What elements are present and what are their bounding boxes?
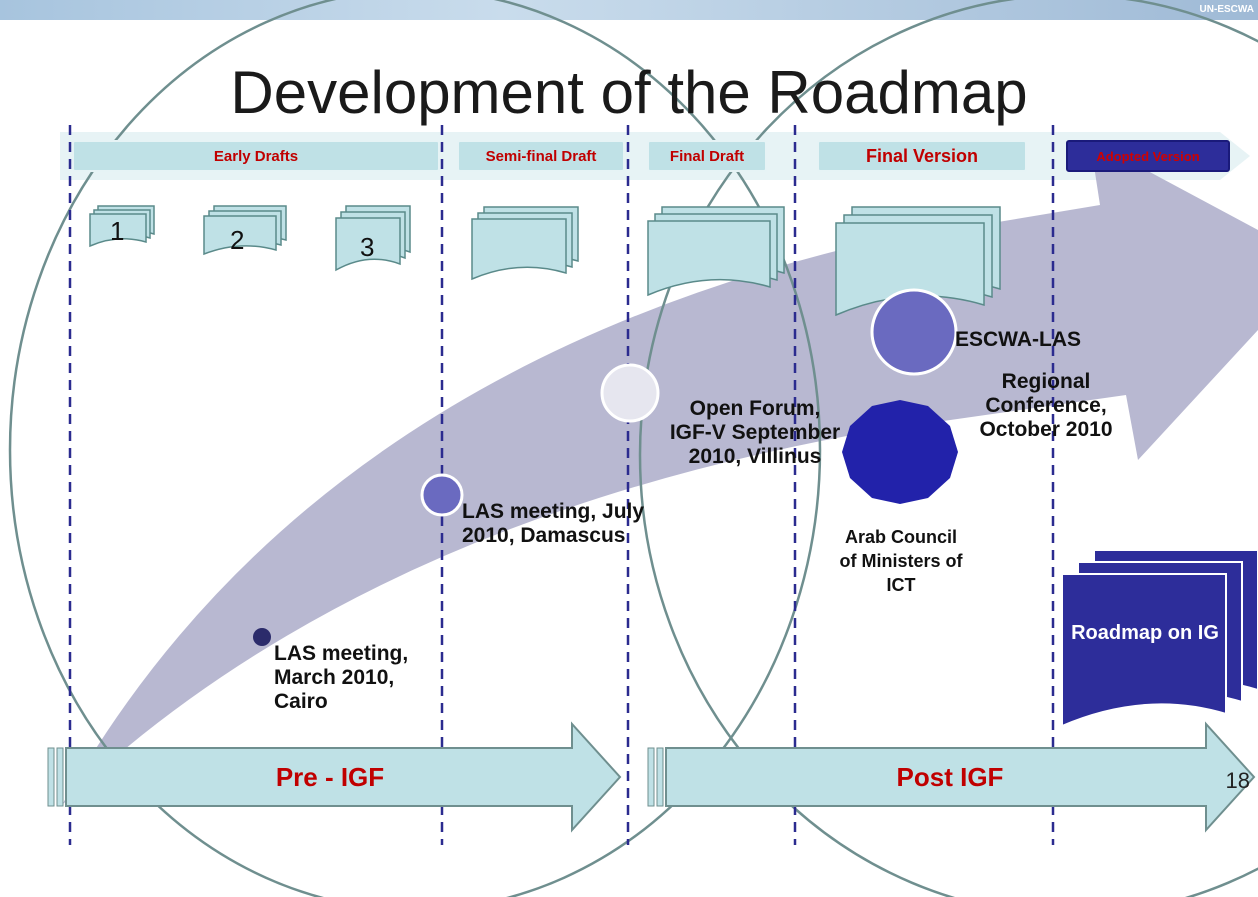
post-igf-arrow [647,721,1256,833]
draft-number-3: 3 [360,232,375,262]
arab-council-octagon [842,400,958,504]
final-draft-doc [647,206,785,297]
post-igf-circle [638,0,1258,897]
milestone-las-july: LAS meeting, July 2010, Damascus [462,500,645,547]
milestone-open-forum: Open Forum, IGF-V September 2010, Villin… [669,397,841,468]
draft-doc-3 [335,205,411,272]
phase-early-drafts: Early Drafts [72,140,440,172]
milestone-dot-forum [600,363,660,423]
phase-final-draft: Final Draft [647,140,767,172]
milestone-arab-council: Arab Council of Ministers of ICT [839,527,963,595]
draft-doc-1 [89,205,155,248]
phase-final-version: Final Version [817,140,1027,172]
milestone-dot-july [420,473,464,517]
phase-separators [68,125,1055,845]
phase-semifinal-draft: Semi-final Draft [457,140,625,172]
page-number: 18 [1225,768,1250,793]
period-pre-igf: Pre - IGF [275,762,385,792]
milestone-dot-march [253,628,271,646]
milestone-regional-conference: Regional Conference, October 2010 [979,370,1113,441]
timeline-arrow [62,140,1258,805]
phase-adopted-version: Adopted Version [1066,140,1230,172]
slide-title: Development of the Roadmap [230,59,1028,126]
draft-number-1: 1 [110,216,125,246]
roadmap-doc-label: Roadmap on IG [1071,622,1219,644]
semifinal-doc [471,206,579,281]
milestone-las-march: LAS meeting, March 2010, Cairo [274,642,409,713]
draft-doc-2 [203,205,287,256]
pre-igf-arrow [47,721,622,833]
roadmap-doc [1061,549,1258,728]
pre-igf-circle [8,0,822,897]
draft-number-2: 2 [230,225,245,255]
milestone-escwa-las: ESCWA-LAS [955,328,1081,351]
milestone-dot-escwa [870,288,958,376]
brand-logo: UN-ESCWA [1199,4,1254,15]
period-post-igf: Post IGF [896,762,1004,792]
